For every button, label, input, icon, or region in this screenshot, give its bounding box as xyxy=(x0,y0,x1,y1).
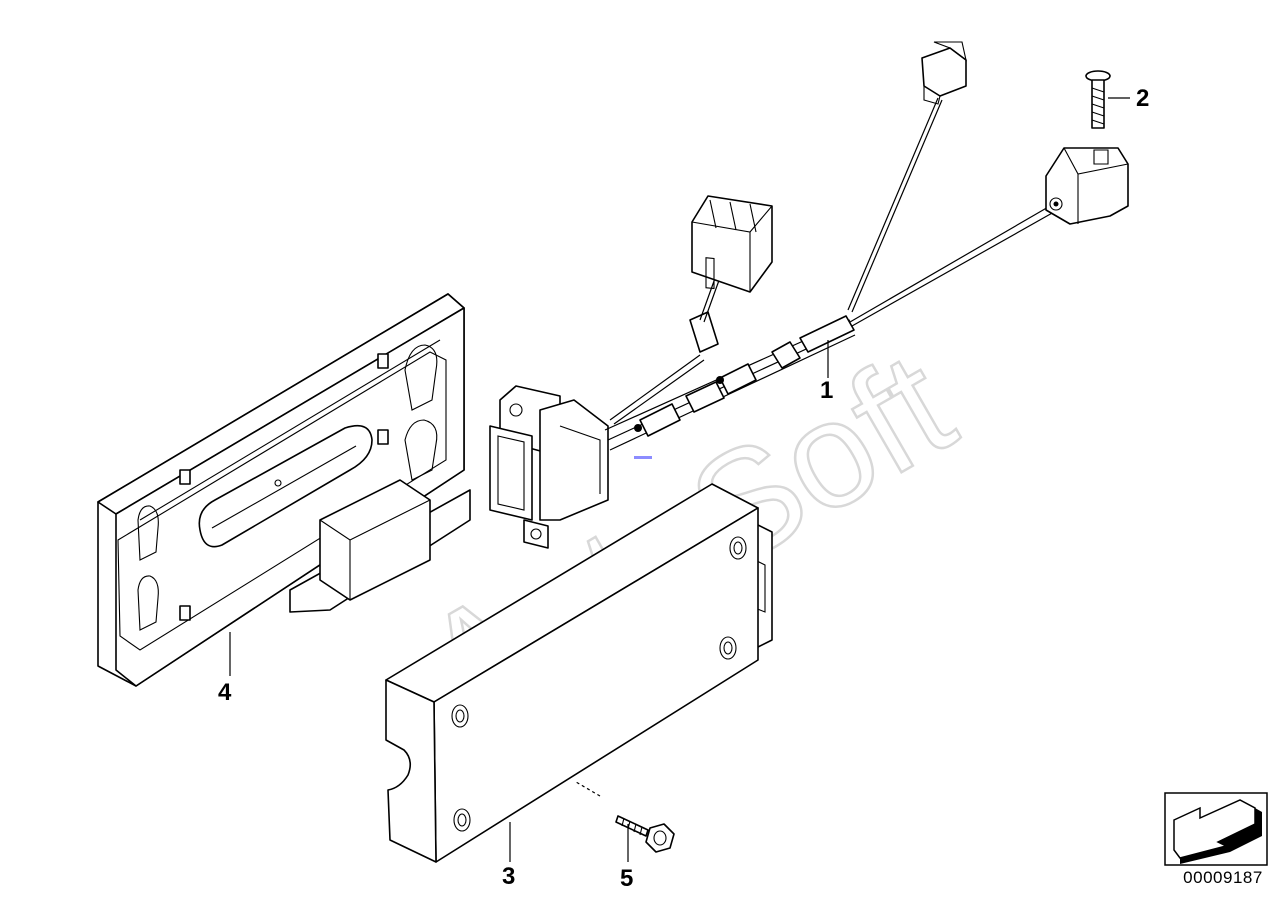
reference-number: 00009187 xyxy=(1183,868,1263,887)
wiring-harness[interactable] xyxy=(489,41,1055,549)
callout-4: 4 xyxy=(218,679,232,706)
control-unit-box[interactable] xyxy=(385,483,773,863)
mounting-bracket[interactable] xyxy=(97,293,471,687)
leader-lines xyxy=(229,97,1130,862)
screw-top[interactable] xyxy=(1085,70,1111,129)
highlight-mark xyxy=(634,456,652,459)
callout-3: 3 xyxy=(502,863,515,890)
callout-1: 1 xyxy=(820,377,833,404)
arrow-southwest-icon xyxy=(1164,792,1268,866)
plug-housing[interactable] xyxy=(1045,147,1129,225)
callout-5: 5 xyxy=(620,865,633,892)
screw-bottom[interactable] xyxy=(615,815,675,853)
callout-2: 2 xyxy=(1136,85,1149,112)
